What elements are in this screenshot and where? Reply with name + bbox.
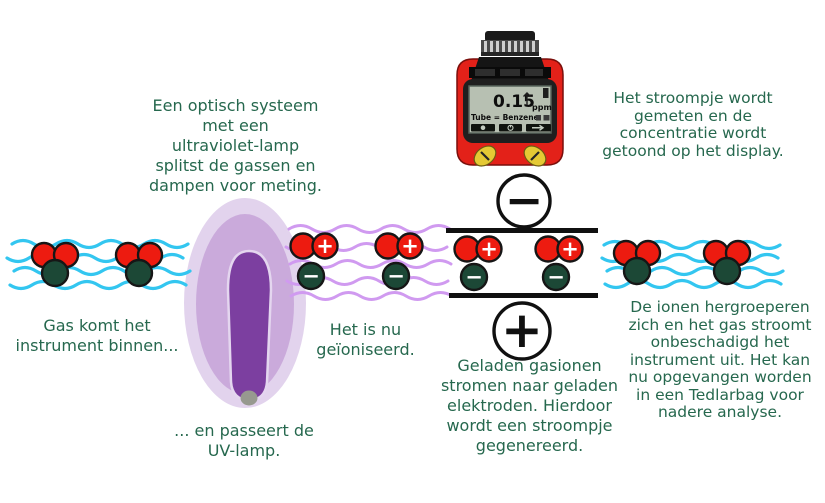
plus-sign: + [316, 234, 334, 258]
ionized-molecule: + − [289, 232, 339, 291]
plus-sign: + [480, 237, 498, 261]
sensor-visor [469, 67, 551, 78]
caption-ions-regroup: De ionen hergroeperen zich en het gas st… [628, 298, 812, 421]
negative-ion [541, 262, 571, 292]
caption-passes-uv: ... en passeert de UV-lamp. [174, 421, 314, 460]
negative-ion [459, 262, 489, 292]
bottom-electrode-plate [449, 293, 598, 298]
reading-unit: ppm [532, 103, 552, 112]
peak-arrow-icon [523, 92, 531, 105]
top-electrode-plate [446, 228, 598, 233]
tube-label: Tube = Benzene [471, 113, 539, 122]
battery-icon [543, 88, 549, 98]
softkey-bar [471, 124, 551, 132]
positive-electrode-terminal [492, 301, 552, 361]
caption-ionized: Het is nu geïoniseerd. [316, 320, 415, 359]
caption-charged-ions: Geladen gasionen stromen naar geladen el… [440, 356, 619, 455]
negative-ion [296, 261, 326, 291]
minus-sign: − [302, 264, 320, 288]
backlight-button-icon [480, 125, 486, 130]
gas-molecule [702, 239, 752, 286]
reading-value: 0.15 [493, 92, 535, 112]
minus-sign: − [387, 264, 405, 288]
positive-terminal-sign: + [501, 301, 543, 359]
device-buttons [473, 145, 547, 167]
power-button-icon [507, 124, 514, 131]
ionized-molecule: + − [453, 235, 503, 292]
minus-sign: − [547, 265, 565, 289]
caption-gas-enters: Gas komt het instrument binnen... [15, 316, 179, 355]
inlet-cap [481, 31, 539, 56]
negative-terminal-sign: − [505, 173, 544, 227]
green-atom [40, 258, 70, 288]
caption-current-display: Het stroompje wordt gemeten en de concen… [602, 89, 784, 160]
negative-ion [381, 261, 411, 291]
positive-ion [396, 232, 424, 260]
gas-molecule [114, 241, 164, 288]
lcd-display: 0.15 ppm Tube = Benzene [468, 85, 552, 134]
enter-arrow-icon [532, 124, 545, 131]
ionized-molecule: + − [374, 232, 424, 291]
positive-ion [475, 235, 503, 263]
minus-sign: − [465, 265, 483, 289]
positive-ion [311, 232, 339, 260]
plus-sign: + [561, 237, 579, 261]
electrode-chamber: − + [446, 173, 598, 361]
caption-optical-system: Een optisch systeem met een ultraviolet-… [148, 96, 322, 195]
ionized-molecule: + − [534, 235, 584, 292]
negative-electrode-terminal [496, 173, 552, 229]
uv-lamp-core [226, 249, 273, 402]
uv-lamp [184, 198, 306, 408]
gas-molecule [30, 241, 80, 288]
green-atom [712, 256, 742, 286]
plus-sign: + [401, 234, 419, 258]
status-icons [536, 115, 550, 121]
gas-molecule [612, 239, 662, 286]
gas-detector-device: 0.15 ppm Tube = Benzene [456, 31, 564, 167]
green-atom [124, 258, 154, 288]
uv-lamp-tip [240, 390, 258, 406]
positive-ion [556, 235, 584, 263]
green-atom [622, 256, 652, 286]
